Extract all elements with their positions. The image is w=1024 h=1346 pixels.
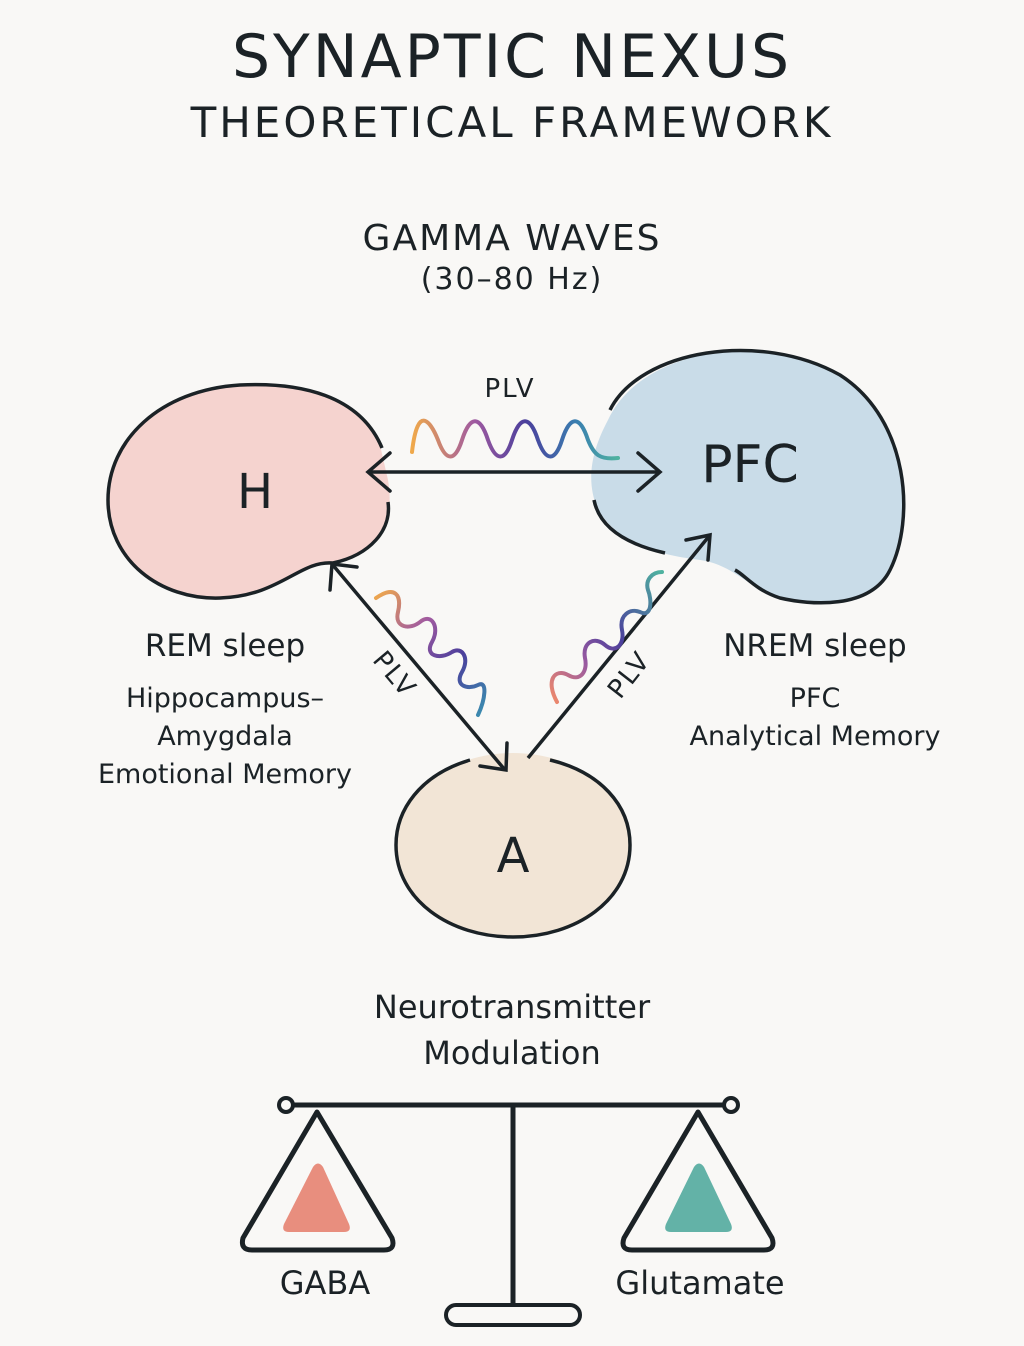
nt-title-line: Modulation — [423, 1034, 601, 1072]
glutamate-icon — [665, 1163, 732, 1232]
nrem-sleep-description: PFC Analytical Memory — [660, 680, 970, 756]
nrem-desc-line: Analytical Memory — [689, 721, 941, 752]
rem-sleep-label: REM sleep — [144, 628, 306, 664]
a-pfc-connection: PLV — [526, 532, 712, 760]
rem-desc-line: Hippocampus– — [125, 683, 325, 714]
gamma-waves-title: GAMMA WAVES — [362, 218, 662, 259]
pfc-outline-lower — [592, 499, 666, 555]
nt-title-line: Neurotransmitter — [373, 988, 651, 1026]
amygdala-blob — [396, 753, 630, 937]
gamma-wave-top — [410, 418, 620, 461]
scale-base — [444, 1303, 582, 1327]
gamma-waves-range: (30–80 Hz) — [420, 262, 604, 297]
gaba-label: GABA — [279, 1264, 371, 1302]
pfc-arrowhead-top — [684, 532, 712, 562]
node-pfc: PFC — [591, 348, 906, 605]
hippocampus-blob — [108, 384, 390, 599]
glutamate-pan-triangle — [620, 1109, 776, 1253]
page-title: SYNAPTIC NEXUS — [231, 22, 793, 92]
h-a-arrowhead-bottom — [478, 741, 509, 773]
page-subtitle: THEORETICAL FRAMEWORK — [190, 98, 834, 147]
gamma-wave-left — [374, 590, 487, 717]
h-pfc-connection: PLV — [365, 374, 663, 493]
rem-desc-line: Emotional Memory — [97, 759, 353, 790]
hippocampus-label: H — [237, 464, 273, 520]
node-hippocampus: H — [106, 382, 391, 600]
pfc-arrowhead-right — [636, 451, 663, 493]
scale-beam-end-right — [722, 1096, 740, 1114]
rem-sleep-description: Hippocampus– Amygdala Emotional Memory — [70, 680, 380, 794]
nrem-desc-line: PFC — [789, 683, 841, 714]
amygdala-label: A — [497, 828, 530, 884]
nrem-sleep-label: NREM sleep — [723, 628, 907, 664]
node-amygdala: A — [394, 753, 632, 939]
gamma-wave-right — [549, 570, 664, 704]
h-pfc-plv-label: PLV — [484, 374, 535, 404]
h-a-arrow-line — [330, 562, 507, 772]
balance-scale — [239, 1096, 776, 1327]
amygdala-outline — [394, 758, 632, 939]
neurotransmitter-modulation-title: Neurotransmitter Modulation — [0, 984, 1024, 1076]
pfc-outline — [608, 348, 906, 605]
pfc-label: PFC — [701, 435, 799, 495]
h-a-arrowhead-top — [328, 562, 359, 592]
glutamate-label: Glutamate — [615, 1264, 785, 1302]
rem-desc-line: Amygdala — [157, 721, 293, 752]
h-arrowhead-left — [365, 451, 392, 493]
pfc-blob — [591, 350, 904, 603]
gaba-pan-triangle — [239, 1109, 396, 1253]
scale-beam-end-left — [277, 1096, 295, 1114]
gaba-icon — [283, 1163, 350, 1232]
